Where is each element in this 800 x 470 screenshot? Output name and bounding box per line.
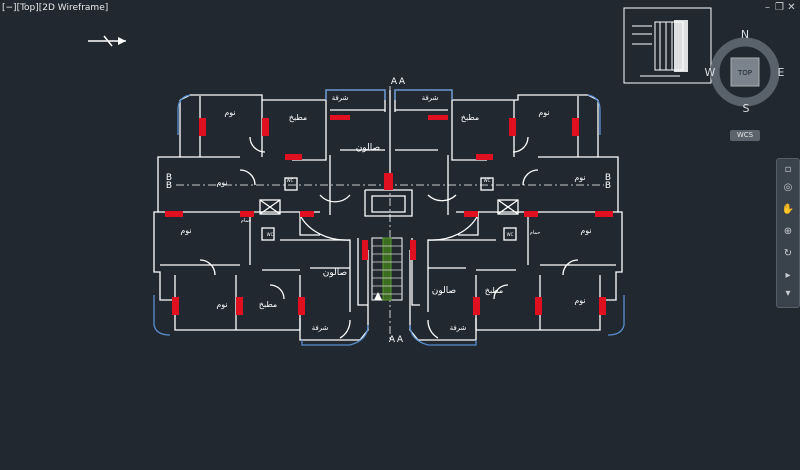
- restore-button[interactable]: ❐: [775, 2, 784, 13]
- nav-options-icon[interactable]: ▾: [785, 288, 791, 299]
- staircase: [371, 237, 403, 301]
- minimize-button[interactable]: –: [765, 2, 770, 13]
- label-balcony-3: شرفة: [312, 324, 329, 332]
- label-wc-2: WC: [484, 178, 491, 183]
- label-bedroom-8: نوم: [574, 296, 585, 305]
- label-salon-3: صالون: [432, 286, 456, 296]
- orbit-icon[interactable]: ↻: [783, 248, 793, 259]
- compass-north: N: [741, 28, 749, 41]
- section-mark-b-left-2: B: [166, 173, 172, 183]
- label-balcony-1: شرفة: [332, 94, 349, 102]
- wcs-menu[interactable]: WCS: [730, 130, 760, 141]
- label-salon-2: صالون: [323, 268, 347, 278]
- viewcube[interactable]: TOP N S E W: [705, 28, 785, 115]
- close-button[interactable]: ✕: [787, 2, 796, 13]
- section-mark-b-right: B: [605, 181, 611, 191]
- pan-icon[interactable]: ✋: [781, 204, 795, 215]
- label-salon-1: صالون: [356, 143, 380, 153]
- label-wc-4: WC: [507, 232, 514, 237]
- section-mark-a-bottom-2: A: [397, 335, 404, 345]
- section-line-a: A A A A: [389, 77, 406, 345]
- label-wc-1: WC: [287, 178, 294, 183]
- showmotion-icon[interactable]: ▸: [785, 270, 791, 281]
- section-mark-a-top-2: A: [399, 77, 406, 87]
- label-kitchen-3: مطبخ: [259, 300, 277, 309]
- openings: [165, 115, 613, 315]
- navigation-bar[interactable]: ▫ ◎ ✋ ⊕ ↻ ▸ ▾: [776, 158, 800, 308]
- viewport-controls-label[interactable]: [−][Top][2D Wireframe]: [2, 3, 109, 13]
- section-mark-a-bottom-1: A: [389, 335, 396, 345]
- compass-south: S: [743, 102, 750, 115]
- label-bath-1: حمام: [241, 218, 252, 224]
- ucs-icon: [88, 35, 126, 47]
- label-kitchen-2: مطبخ: [461, 113, 479, 122]
- label-bath-2: حمام: [530, 230, 541, 236]
- label-bedroom-3: نوم: [216, 178, 227, 187]
- section-mark-b-right-2: B: [605, 173, 611, 183]
- label-kitchen-4: مطبخ: [485, 286, 503, 295]
- label-balcony-2: شرفة: [422, 94, 439, 102]
- section-mark-a-top-1: A: [391, 77, 398, 87]
- compass-east: E: [778, 66, 785, 79]
- balconies: [153, 89, 625, 346]
- label-bedroom-5: نوم: [180, 226, 191, 235]
- label-bedroom-2: نوم: [538, 108, 549, 117]
- compass-west: W: [705, 66, 716, 79]
- zoom-icon[interactable]: ⊕: [783, 226, 793, 237]
- label-kitchen-1: مطبخ: [289, 113, 307, 122]
- label-wc-3: WC: [267, 232, 274, 237]
- close-nav-icon[interactable]: ▫: [784, 164, 792, 175]
- label-bedroom-4: نوم: [574, 173, 585, 182]
- viewcube-face-top: TOP: [737, 69, 752, 77]
- label-bedroom-6: نوم: [580, 226, 591, 235]
- room-labels: نوم مطبخ شرفة صالون شرفة مطبخ نوم نوم نو…: [180, 94, 591, 332]
- section-mark-b-left: B: [166, 181, 172, 191]
- detail-thumbnail: [623, 7, 712, 84]
- steering-wheel-icon[interactable]: ◎: [783, 182, 793, 193]
- label-balcony-4: شرفة: [450, 324, 467, 332]
- label-bedroom-1: نوم: [224, 108, 235, 117]
- label-bedroom-7: نوم: [216, 300, 227, 309]
